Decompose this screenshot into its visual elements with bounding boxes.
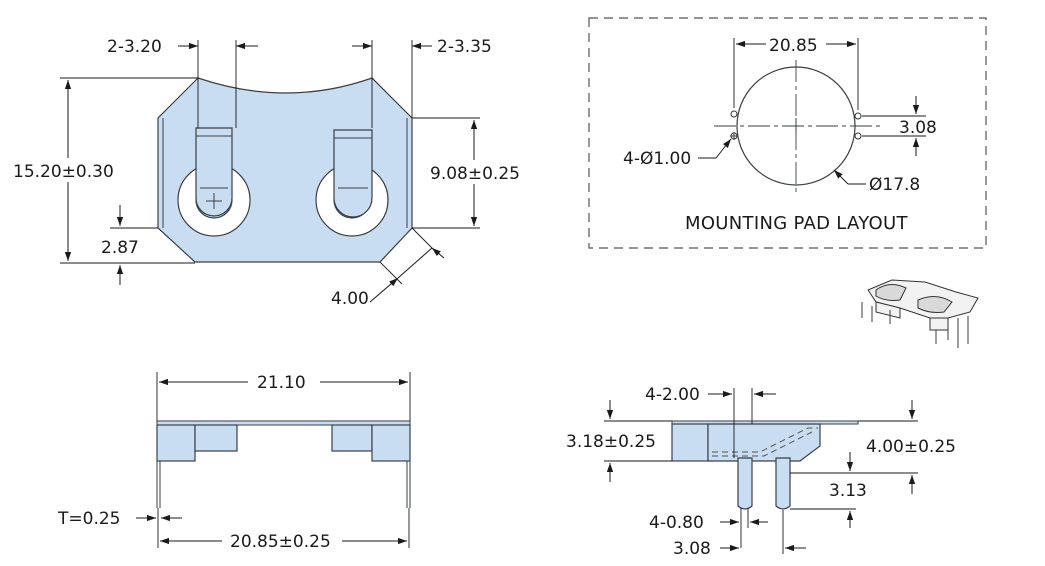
side-pin-right xyxy=(775,457,791,510)
top-view: 2-3.20 2-3.35 15.20±0.30 9.08±0.25 2.87 xyxy=(6,37,524,309)
right-retainer xyxy=(315,129,389,237)
dim-pin-pitch: 3.08 xyxy=(673,539,711,559)
dim-corner-offset: 2.87 xyxy=(101,238,139,258)
front-left-inner-tab xyxy=(194,424,238,452)
dim-right-tab: 2-3.35 xyxy=(437,37,492,57)
right-contact-tab xyxy=(333,129,373,218)
isometric-view xyxy=(861,279,979,348)
front-right-inner-tab xyxy=(331,424,373,452)
front-top-plate xyxy=(156,420,411,426)
pad-hole-bottom-right xyxy=(854,132,862,140)
dim-left-tab: 2-3.20 xyxy=(107,37,162,57)
dim-pad-spacing: 3.08 xyxy=(899,118,937,138)
dim-pin-span: 20.85±0.25 xyxy=(230,532,331,552)
layout-title: MOUNTING PAD LAYOUT xyxy=(685,213,908,234)
dim-hole: 4-Ø1.00 xyxy=(623,149,691,169)
dim-inner-height: 9.08±0.25 xyxy=(430,164,520,184)
front-left-block xyxy=(156,424,196,462)
layout-frame xyxy=(588,17,987,249)
dim-chamfer: 4.00 xyxy=(331,289,369,309)
front-right-block xyxy=(371,424,411,462)
dim-tab-width: 4-2.00 xyxy=(645,385,700,405)
pad-hole-top-right xyxy=(854,112,862,120)
left-retainer xyxy=(177,127,251,237)
dim-pitch: 20.85 xyxy=(769,36,818,56)
mounting-pad-layout: 20.85 3.08 4-Ø1.00 Ø17.8 MOUNTING PAD LA… xyxy=(588,17,987,249)
pad-hole-top-left xyxy=(730,110,738,118)
side-pin-left xyxy=(737,457,753,510)
dim-width: 21.10 xyxy=(257,373,306,393)
dim-total-height: 4.00±0.25 xyxy=(866,437,956,457)
front-view: 21.10 T=0.25 20.85±0.25 xyxy=(57,372,411,552)
dim-height: 15.20±0.30 xyxy=(13,162,114,182)
dim-pin-width: 4-0.80 xyxy=(649,513,704,533)
side-left-block xyxy=(671,423,709,462)
dim-body-height: 3.18±0.25 xyxy=(566,432,656,452)
dim-circle: Ø17.8 xyxy=(869,175,920,195)
left-contact-tab xyxy=(195,127,233,217)
dim-pin-length: 3.13 xyxy=(829,481,867,501)
side-view: 4-2.00 3.18±0.25 4.00±0.25 3.13 4-0.80 3… xyxy=(566,385,956,559)
dim-thickness: T=0.25 xyxy=(57,509,120,529)
